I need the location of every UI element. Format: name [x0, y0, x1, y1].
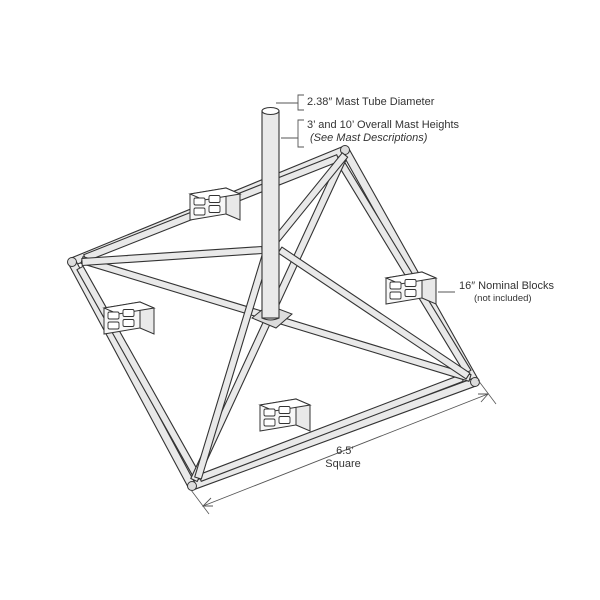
mast-diameter-label: 2.38″ Mast Tube Diameter	[307, 96, 435, 108]
corner-left-bracket	[67, 257, 77, 267]
block-back-cell	[193, 197, 206, 206]
block-right-cell	[389, 281, 402, 290]
block-front-cell	[263, 418, 276, 427]
block-front-cell	[278, 406, 291, 414]
block-back-cell	[193, 207, 206, 216]
mast-heights-label: 3’ and 10’ Overall Mast Heights	[307, 119, 460, 131]
dimension-line	[190, 379, 497, 515]
block-left	[102, 301, 156, 335]
frame-rail-front-left	[67, 259, 197, 489]
block-left-cell	[122, 309, 135, 317]
diagonal-braces	[81, 152, 471, 480]
block-left-cell	[107, 311, 120, 320]
mast-tube	[261, 106, 280, 321]
block-right	[384, 271, 438, 305]
block-left-cell	[122, 319, 135, 327]
block-front-cell	[278, 416, 291, 424]
block-front	[258, 398, 312, 432]
concrete-blocks	[102, 187, 438, 432]
dimension-value: 6.5’	[336, 445, 354, 457]
block-right-cell	[404, 289, 417, 297]
block-back	[188, 187, 242, 221]
inner-rail-left	[76, 265, 202, 481]
block-front-cell	[263, 408, 276, 417]
dimension-note: Square	[325, 458, 360, 470]
block-right-cell	[389, 291, 402, 300]
blocks-label: 16″ Nominal Blocks	[459, 280, 554, 292]
blocks-note: (not included)	[474, 293, 532, 304]
mast-heights-note: (See Mast Descriptions)	[310, 132, 428, 144]
brace-front	[194, 252, 270, 480]
leader-lines	[276, 94, 455, 293]
block-right-cell	[404, 279, 417, 287]
block-back-cell	[208, 195, 221, 203]
block-back-cell	[208, 205, 221, 213]
corner-right-bracket	[470, 377, 480, 387]
corner-front-bracket	[187, 481, 197, 491]
block-left-cell	[107, 321, 120, 330]
